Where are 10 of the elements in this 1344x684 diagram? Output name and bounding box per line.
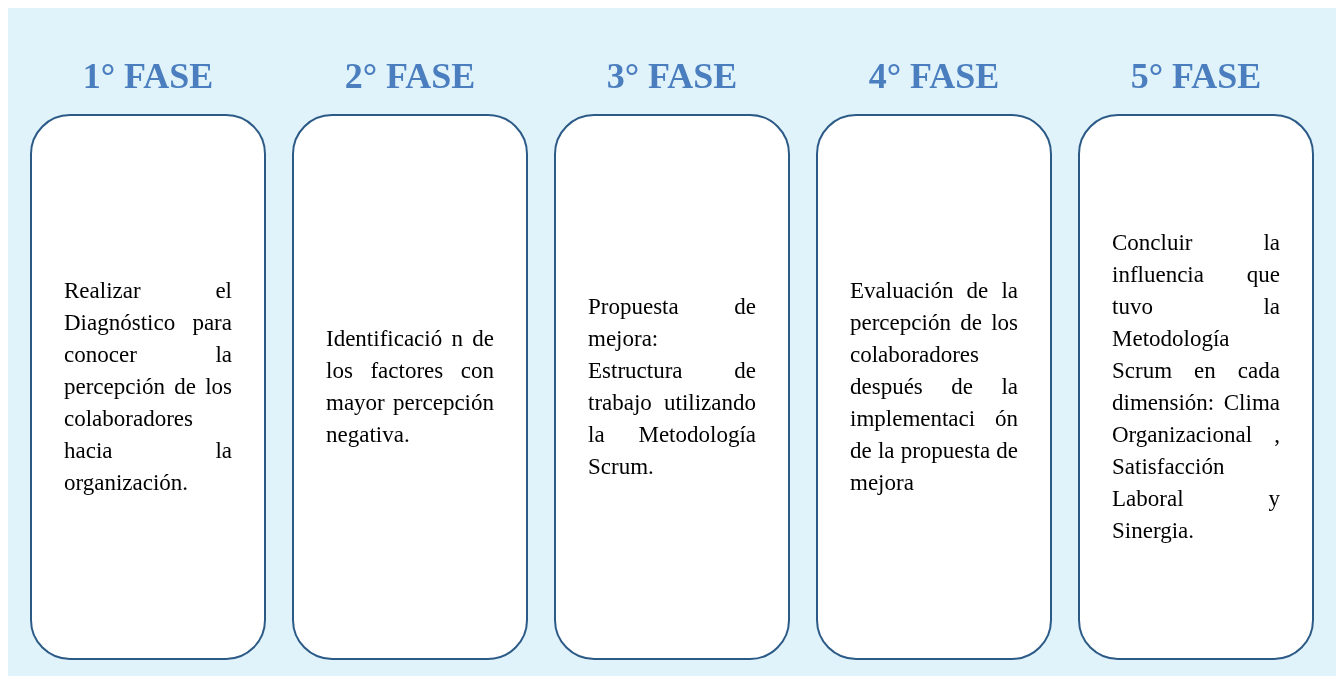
phase-description: Identificació n de los factores con mayor percepción negativa. xyxy=(326,325,494,449)
phase-description: Propuesta de mejora: Estructura de trabajo utilizando la Metodología Scrum. xyxy=(588,293,756,481)
phase-heading: 4° FASE xyxy=(868,58,1000,98)
phase-heading: 3° FASE xyxy=(606,58,738,98)
phase-description: Evaluación de la percepción de los colaboradores después de la implementaci ón de la propuesta de mejora xyxy=(850,277,1018,497)
phase-heading: 1° FASE xyxy=(82,58,214,98)
phase-heading: 5° FASE xyxy=(1130,58,1262,98)
phase-description: Concluir la influencia que tuvo la Metodología Scrum en cada dimensión: Clima Organizacional , Satisfacción Laboral y Sinergia. xyxy=(1112,229,1280,545)
phase-description: Realizar el Diagnóstico para conocer la percepción de los colaboradores hacia la organización. xyxy=(64,277,232,497)
phase-heading: 2° FASE xyxy=(344,58,476,98)
